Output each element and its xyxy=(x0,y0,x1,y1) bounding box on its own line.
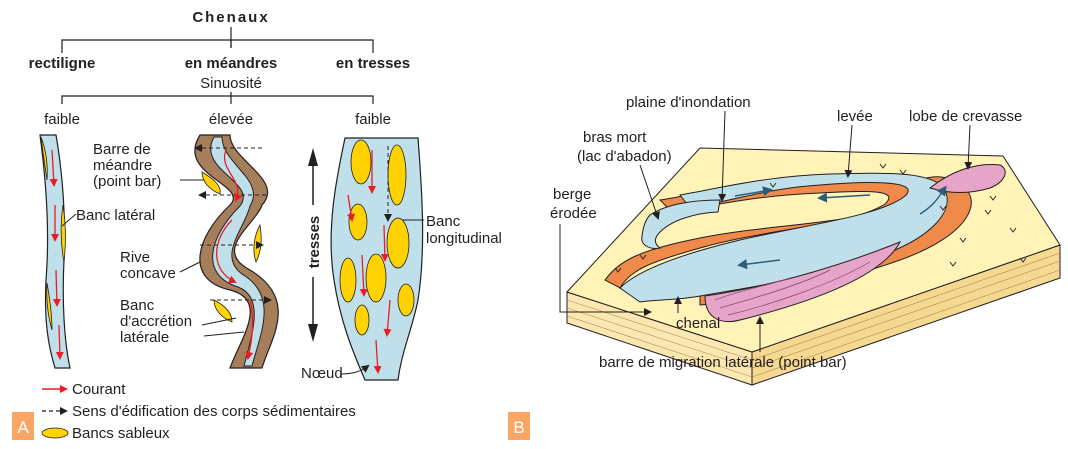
label-oxbow-1: bras mort xyxy=(583,129,647,146)
panel-b: plaine d'inondation levée lobe de crevas… xyxy=(508,94,1060,440)
label-oxbow-2: (lac d'abadon) xyxy=(577,148,672,165)
straight-channel xyxy=(40,135,70,368)
label-long-bank-2: longitudinal xyxy=(426,230,502,247)
sinuosity-faible-2: faible xyxy=(355,111,391,128)
type-tresses: en tresses xyxy=(336,55,410,72)
label-channel: chenal xyxy=(676,315,720,332)
label-point-bar-3: (point bar) xyxy=(93,173,161,190)
legend-sens: Sens d'édification des corps sédimentair… xyxy=(72,403,356,420)
label-point-bar: barre de migration latérale (point bar) xyxy=(599,354,847,371)
label-long-bank-1: Banc xyxy=(426,213,461,230)
label-bank-1: berge xyxy=(553,186,591,203)
sinuosity-elevee: élevée xyxy=(209,111,253,128)
label-levee: levée xyxy=(837,108,873,125)
panel-b-tag-text: B xyxy=(513,418,524,437)
sinuosity-faible-1: faible xyxy=(44,111,80,128)
legend-courant: Courant xyxy=(72,381,126,398)
label-lateral-bank: Banc latéral xyxy=(76,207,155,224)
label-accretion-1: Banc xyxy=(120,297,155,314)
label-accretion-3: latérale xyxy=(120,329,169,346)
legend-bancs: Bancs sableux xyxy=(72,425,170,442)
label-crevasse: lobe de crevasse xyxy=(909,108,1022,125)
type-meandres: en méandres xyxy=(185,55,278,72)
label-point-bar-1: Barre de xyxy=(93,141,151,158)
label-floodplain: plaine d'inondation xyxy=(626,94,751,111)
panel-a-tag-text: A xyxy=(17,418,29,437)
label-bank-2: érodée xyxy=(550,205,597,222)
label-point-bar-2: méandre xyxy=(93,157,152,174)
sand-bank-icon xyxy=(42,428,68,438)
label-node: Nœud xyxy=(301,365,343,382)
label-tresses: tresses xyxy=(306,216,323,269)
label-concave-1: Rive xyxy=(120,249,150,266)
label-accretion-2: d'accrétion xyxy=(120,313,192,330)
type-rectiligne: rectiligne xyxy=(29,55,96,72)
legend: Courant Sens d'édification des corps séd… xyxy=(42,381,356,442)
braided-channel xyxy=(331,138,423,380)
chenaux-title: Chenaux xyxy=(192,9,269,26)
panel-a: Chenaux rectiligne en méandres en tresse… xyxy=(12,9,502,442)
label-concave-2: concave xyxy=(120,265,176,282)
sinuosity-label: Sinuosité xyxy=(200,75,262,92)
